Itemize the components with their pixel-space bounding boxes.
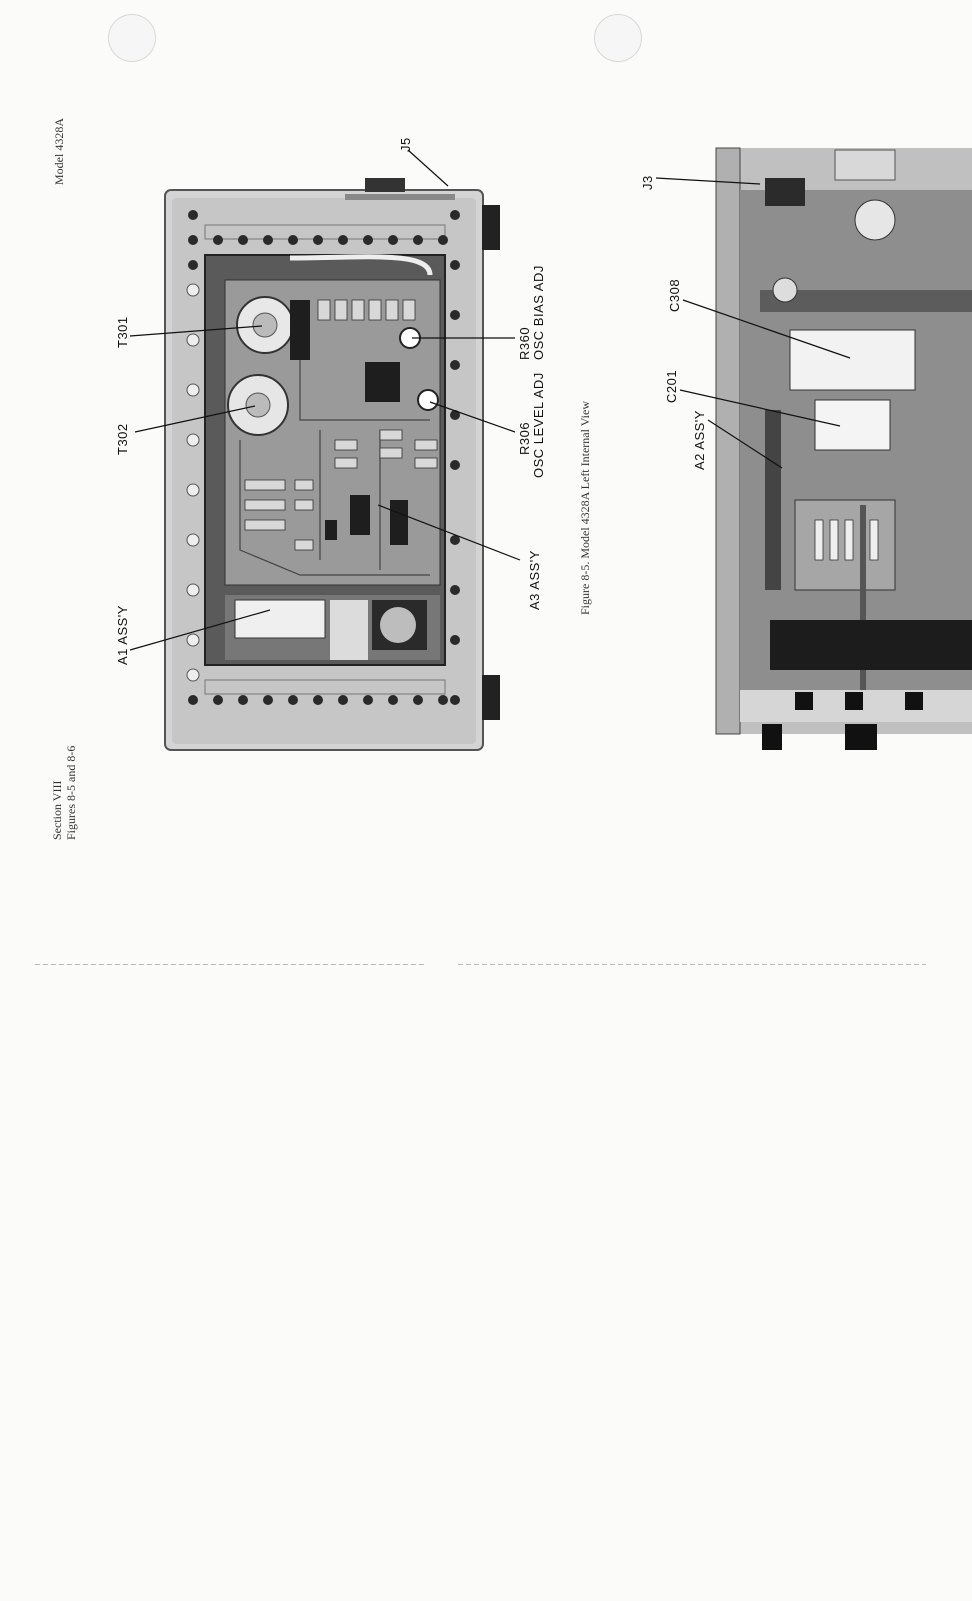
punch-hole-left: [108, 14, 156, 62]
callout-t302: T302: [115, 423, 130, 455]
callout-r306: R306: [517, 421, 532, 455]
callout-a2-assy: A2 ASS'Y: [692, 410, 707, 470]
callout-j5: J5: [398, 137, 413, 152]
callout-c308: C308: [667, 278, 682, 312]
figure-8-5-caption: Figure 8-5. Model 4328A Left Internal Vi…: [578, 400, 592, 615]
callout-a3-assy: A3 ASS'Y: [527, 550, 542, 610]
punch-hole-right: [594, 14, 642, 62]
fold-line-left: [35, 964, 425, 965]
callout-a1-assy: A1 ASS'Y: [115, 605, 130, 665]
callout-osc-bias-adj: OSC BIAS ADJ: [531, 265, 546, 360]
callout-c201: C201: [664, 369, 679, 403]
callout-t301: T301: [115, 316, 130, 348]
callout-r360: R360: [517, 326, 532, 360]
callout-osc-level-adj: OSC LEVEL ADJ: [531, 372, 546, 478]
callout-j3: J3: [640, 175, 655, 190]
fold-line-right: [458, 964, 926, 965]
